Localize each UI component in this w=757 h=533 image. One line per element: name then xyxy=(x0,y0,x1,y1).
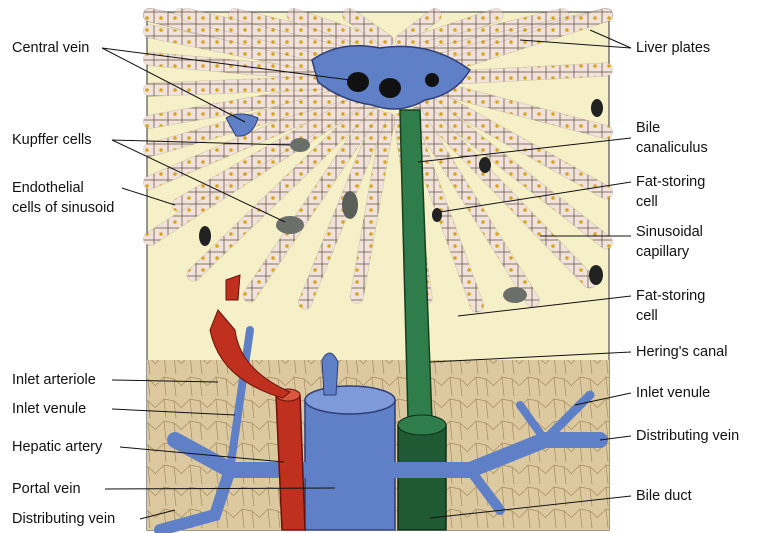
label-distributing-vein-left: Distributing vein xyxy=(12,509,115,529)
label-sinusoidal-line1: Sinusoidal xyxy=(636,222,703,242)
label-inlet-venule-left: Inlet venule xyxy=(12,399,86,419)
label-herings-canal: Hering's canal xyxy=(636,342,727,362)
label-bile-duct: Bile duct xyxy=(636,486,692,506)
label-inlet-arteriole: Inlet arteriole xyxy=(12,370,96,390)
label-central-vein: Central vein xyxy=(12,38,89,58)
label-fat-storing-1-line2: cell xyxy=(636,192,658,212)
label-fat-storing-2-line1: Fat-storing xyxy=(636,286,705,306)
label-liver-plates: Liver plates xyxy=(636,38,710,58)
label-bile-line1: Bile xyxy=(636,118,660,138)
label-fat-storing-1-line1: Fat-storing xyxy=(636,172,705,192)
label-fat-storing-2-line2: cell xyxy=(636,306,658,326)
label-distributing-vein-right: Distributing vein xyxy=(636,426,739,446)
label-portal-vein: Portal vein xyxy=(12,479,81,499)
label-endothelial-line1: Endothelial xyxy=(12,178,84,198)
label-hepatic-artery: Hepatic artery xyxy=(12,437,102,457)
label-endothelial-line2: cells of sinusoid xyxy=(12,198,114,218)
label-bile-line2: canaliculus xyxy=(636,138,708,158)
label-sinusoidal-line2: capillary xyxy=(636,242,689,262)
label-inlet-venule-right: Inlet venule xyxy=(636,383,710,403)
label-kupffer-cells: Kupffer cells xyxy=(12,130,92,150)
